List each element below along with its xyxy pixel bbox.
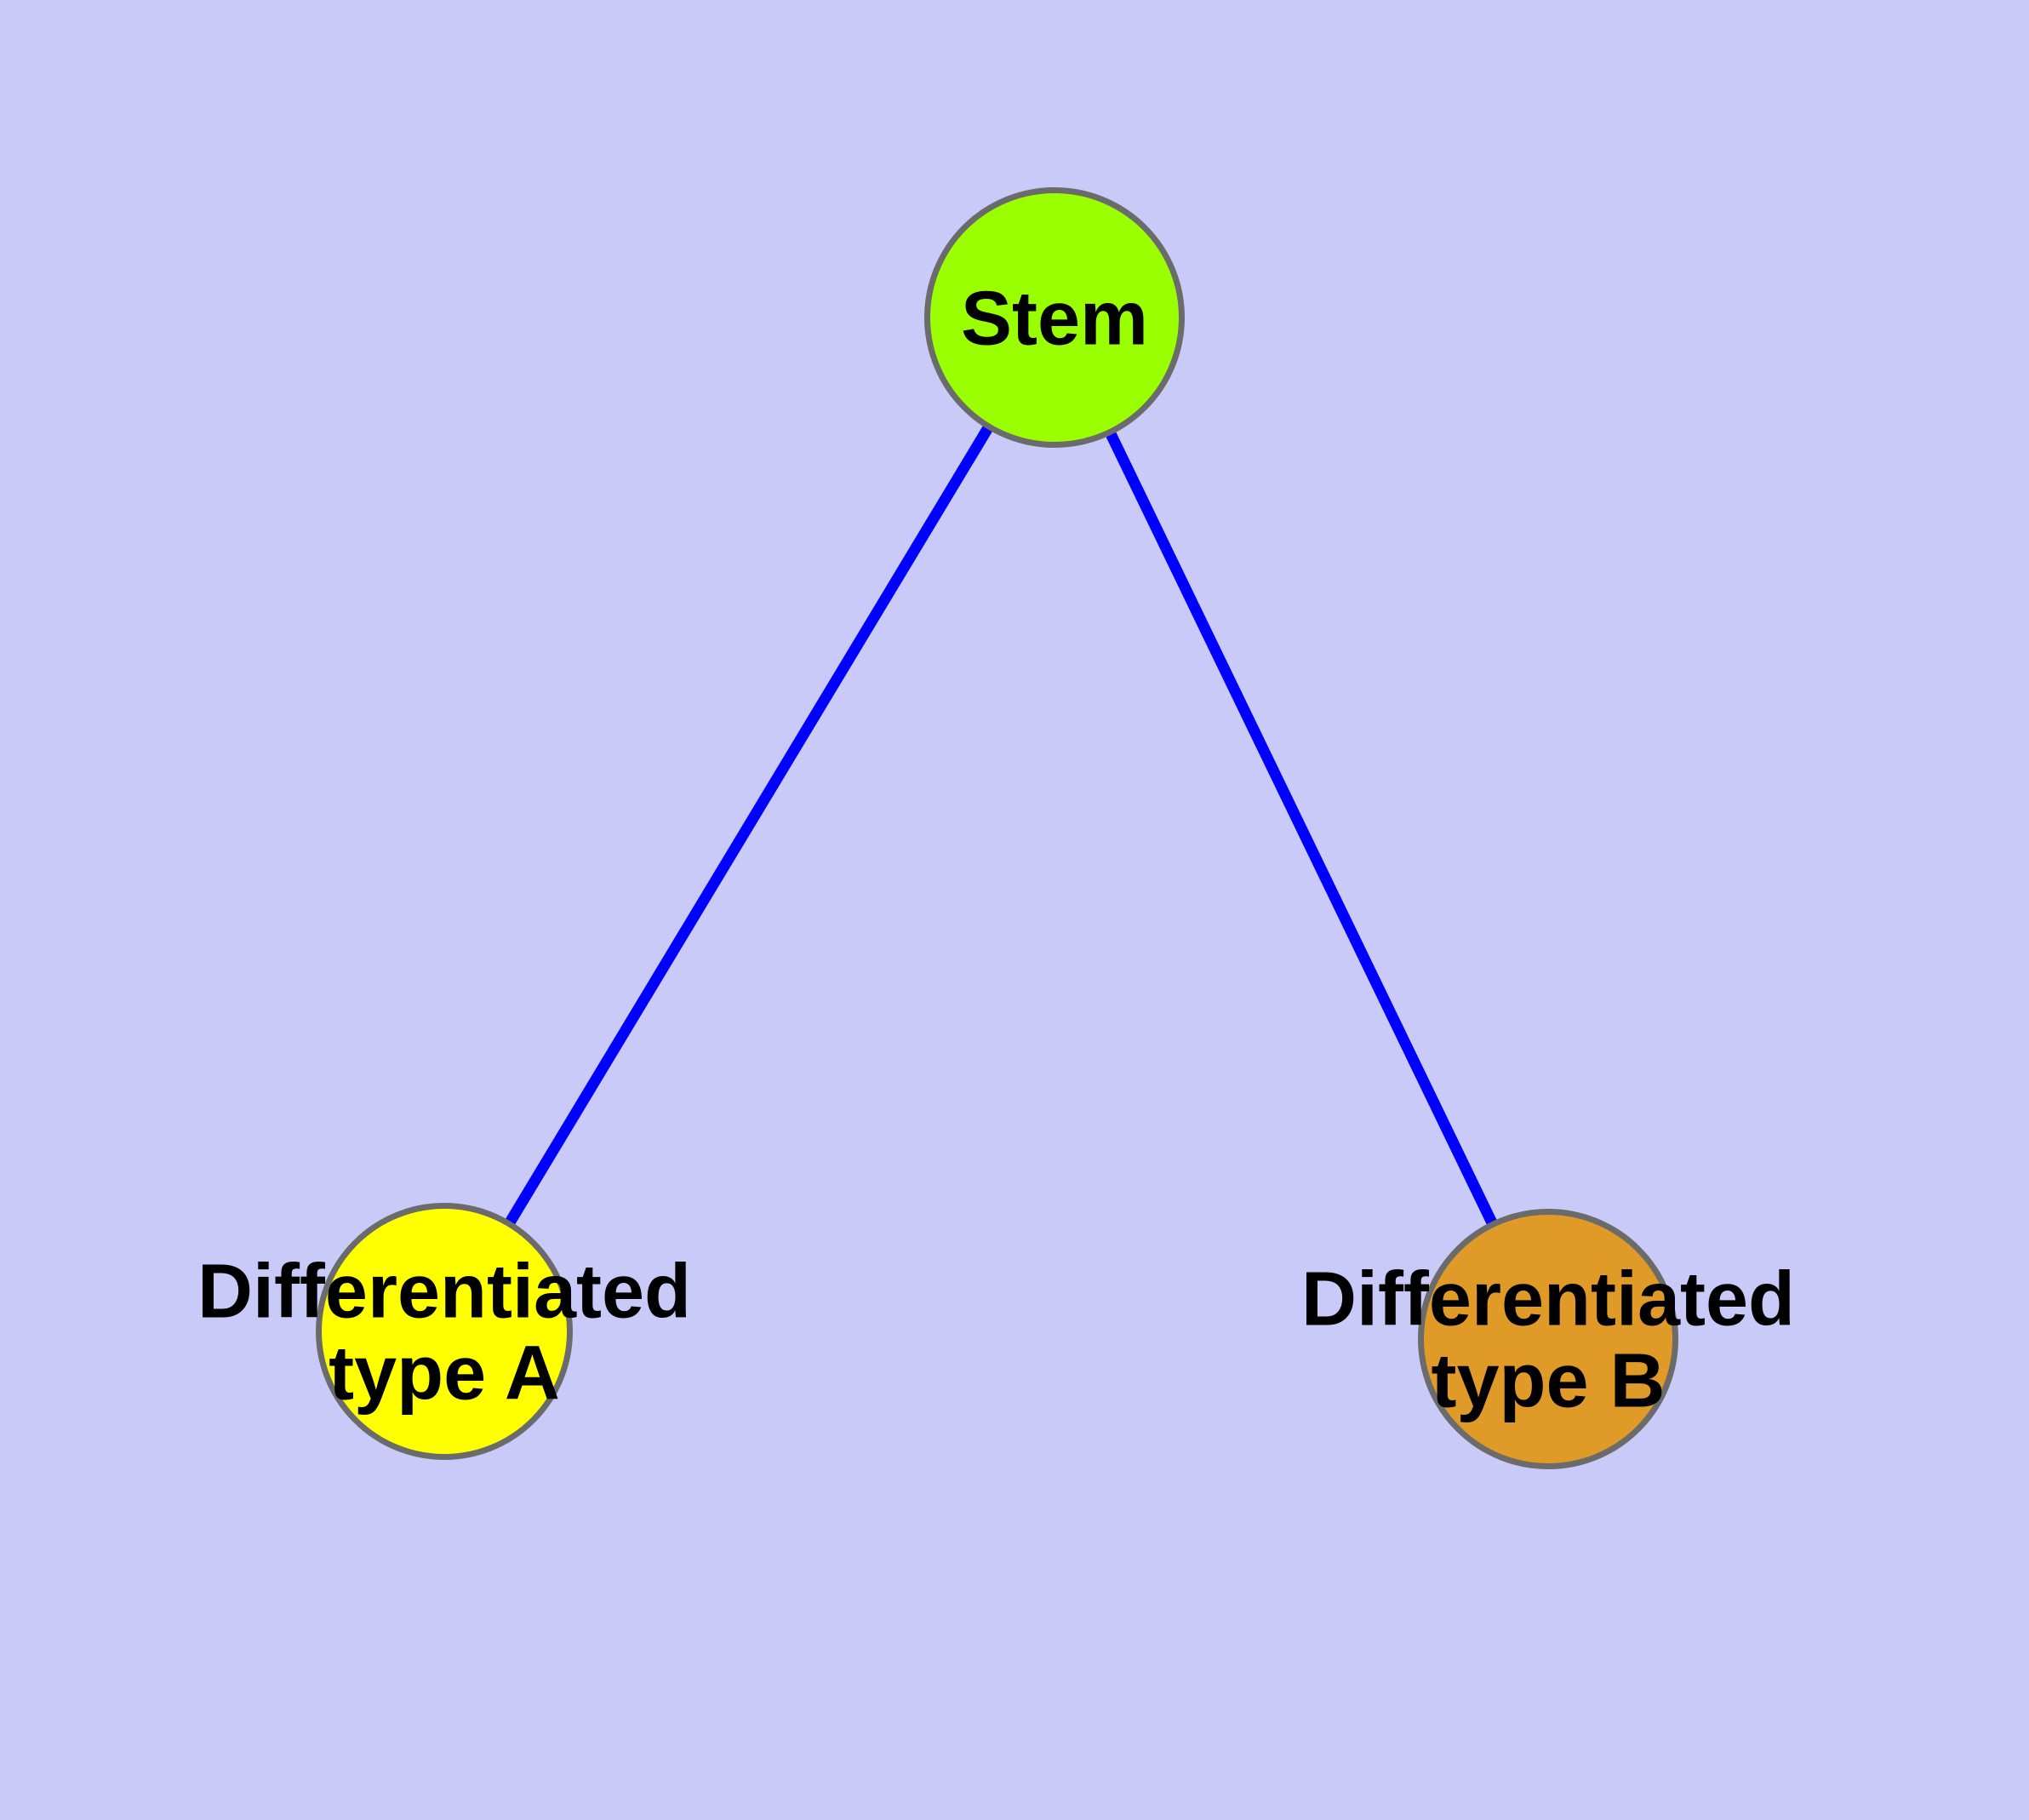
edge-stem-to-differentiated-type-a[interactable] (504, 423, 994, 1228)
node-label-differentiated-type-a-line2: type A (329, 1331, 560, 1417)
edge-stem-to-differentiated-type-b[interactable] (1104, 429, 1499, 1228)
labels-layer: Stem Differentiated type A Differentiate… (197, 277, 1795, 1424)
nodes-layer (316, 187, 1678, 1469)
node-label-stem: Stem (961, 277, 1148, 362)
edges-layer (504, 423, 1499, 1228)
node-label-differentiated-type-b-line2: type B (1431, 1339, 1665, 1424)
node-circle-stem[interactable] (924, 187, 1185, 448)
node-circle-differentiated-type-b[interactable] (1418, 1209, 1678, 1469)
node-label-differentiated-type-a-line1: Differentiated (197, 1250, 691, 1335)
node-circle-differentiated-type-a[interactable] (316, 1203, 573, 1460)
node-label-differentiated-type-b-line1: Differentiated (1301, 1257, 1795, 1342)
